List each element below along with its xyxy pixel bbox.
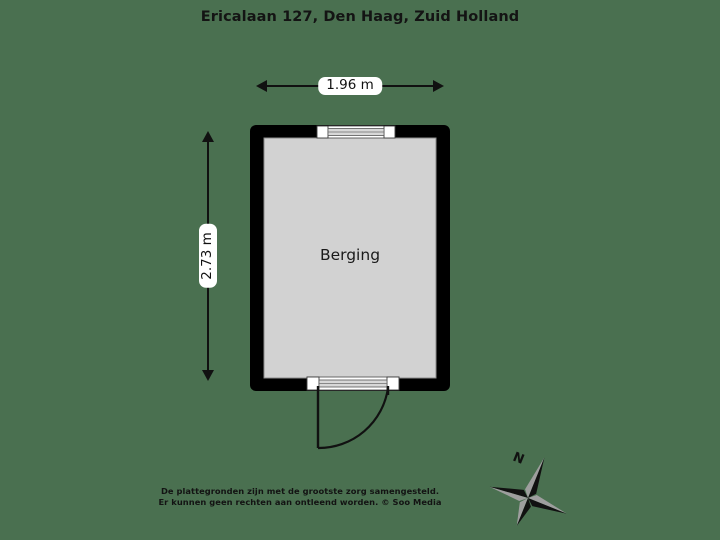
width-dimension-label: 1.96 m [318,77,382,95]
height-arrow-top-icon [202,131,214,142]
disclaimer-footer: De plattegronden zijn met de grootste zo… [0,486,600,509]
door-bottom [306,376,400,391]
compass-point-south-dark [516,498,531,526]
compass-north-label: N [511,450,527,468]
width-arrow-left-icon [256,80,267,92]
compass-point-north-light [525,457,545,498]
height-arrow-bottom-icon [202,370,214,381]
disclaimer-line-1: De plattegronden zijn met de grootste zo… [160,486,440,496]
door-swing-arc [317,387,390,450]
compass-point-west-dark [489,486,528,501]
compass-rose: N [486,444,570,530]
width-arrow-right-icon [433,80,444,92]
door-swing [316,386,390,450]
room-floor [263,137,437,379]
height-dimension: 2.73 m [199,131,217,381]
room-name-label: Berging [319,246,381,264]
disclaimer-line-2: Er kunnen geen rechten aan ontleend word… [158,497,442,508]
room-outline [249,124,451,392]
page-title: Ericalaan 127, Den Haag, Zuid Holland [200,9,520,25]
compass-point-east-light [528,495,567,514]
height-dimension-label: 2.73 m [199,224,217,288]
window-top [316,125,396,139]
width-dimension: 1.96 m [256,77,444,95]
